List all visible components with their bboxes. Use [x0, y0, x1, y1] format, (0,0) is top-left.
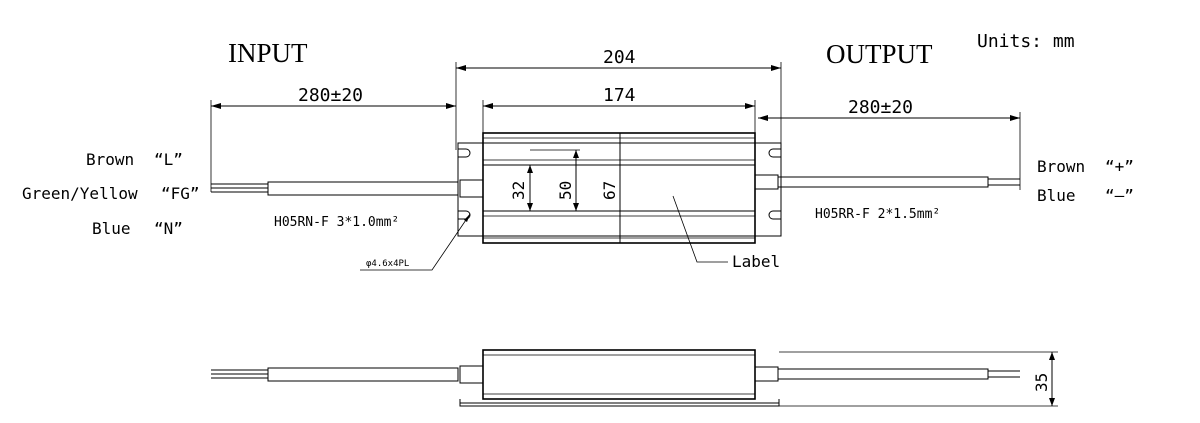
input-wire-3-color: Blue: [92, 219, 131, 238]
output-title: OUTPUT: [826, 39, 933, 69]
output-wire-2-color: Blue: [1037, 186, 1076, 205]
input-wire-2-color: Green/Yellow: [22, 184, 138, 203]
height-label: 35: [1032, 373, 1051, 392]
label-callout: Label: [672, 195, 780, 271]
side-view: [211, 349, 1020, 407]
output-wire-1-signal: “+”: [1105, 157, 1134, 176]
dimension-total-length: 204: [455, 47, 782, 150]
output-cable-top: [754, 174, 1020, 190]
input-wire-2-signal: “FG”: [161, 184, 200, 203]
output-wire-1-color: Brown: [1037, 157, 1085, 176]
dimension-input-cable: 280±20: [210, 85, 456, 192]
width-total-label: 67: [600, 181, 619, 200]
dimension-body-length: 174: [482, 85, 756, 135]
output-wire-2-signal: “—”: [1105, 186, 1134, 205]
mounting-hole-callout: φ4.6x4PL: [360, 213, 471, 271]
input-wire-1-signal: “L”: [154, 150, 183, 169]
width-inner-label: 32: [509, 181, 528, 200]
input-cable-length-label: 280±20: [298, 85, 363, 106]
output-wire-legend: Brown “+” Blue “—”: [1037, 157, 1134, 205]
output-cable-spec: H05RR-F 2*1.5mm²: [815, 207, 940, 222]
input-title: INPUT: [228, 38, 308, 68]
total-length-label: 204: [603, 47, 636, 68]
input-cable-top: [211, 179, 484, 198]
input-cable-spec: H05RN-F 3*1.0mm²: [274, 215, 399, 230]
mounting-hole-label: φ4.6x4PL: [366, 259, 409, 269]
width-mid-label: 50: [556, 181, 575, 200]
dimension-output-cable: 280±20: [758, 97, 1021, 190]
dimension-widths: 32 50 67: [509, 138, 621, 238]
output-cable-length-label: 280±20: [848, 97, 913, 118]
units-note: Units: mm: [977, 31, 1075, 52]
body-length-label: 174: [603, 85, 636, 106]
input-wire-3-signal: “N”: [154, 219, 183, 238]
input-wire-legend: Brown “L” Green/Yellow “FG” Blue “N”: [22, 150, 200, 238]
dimension-height: 35: [779, 351, 1058, 407]
input-wire-1-color: Brown: [86, 150, 134, 169]
label-callout-text: Label: [732, 252, 780, 271]
